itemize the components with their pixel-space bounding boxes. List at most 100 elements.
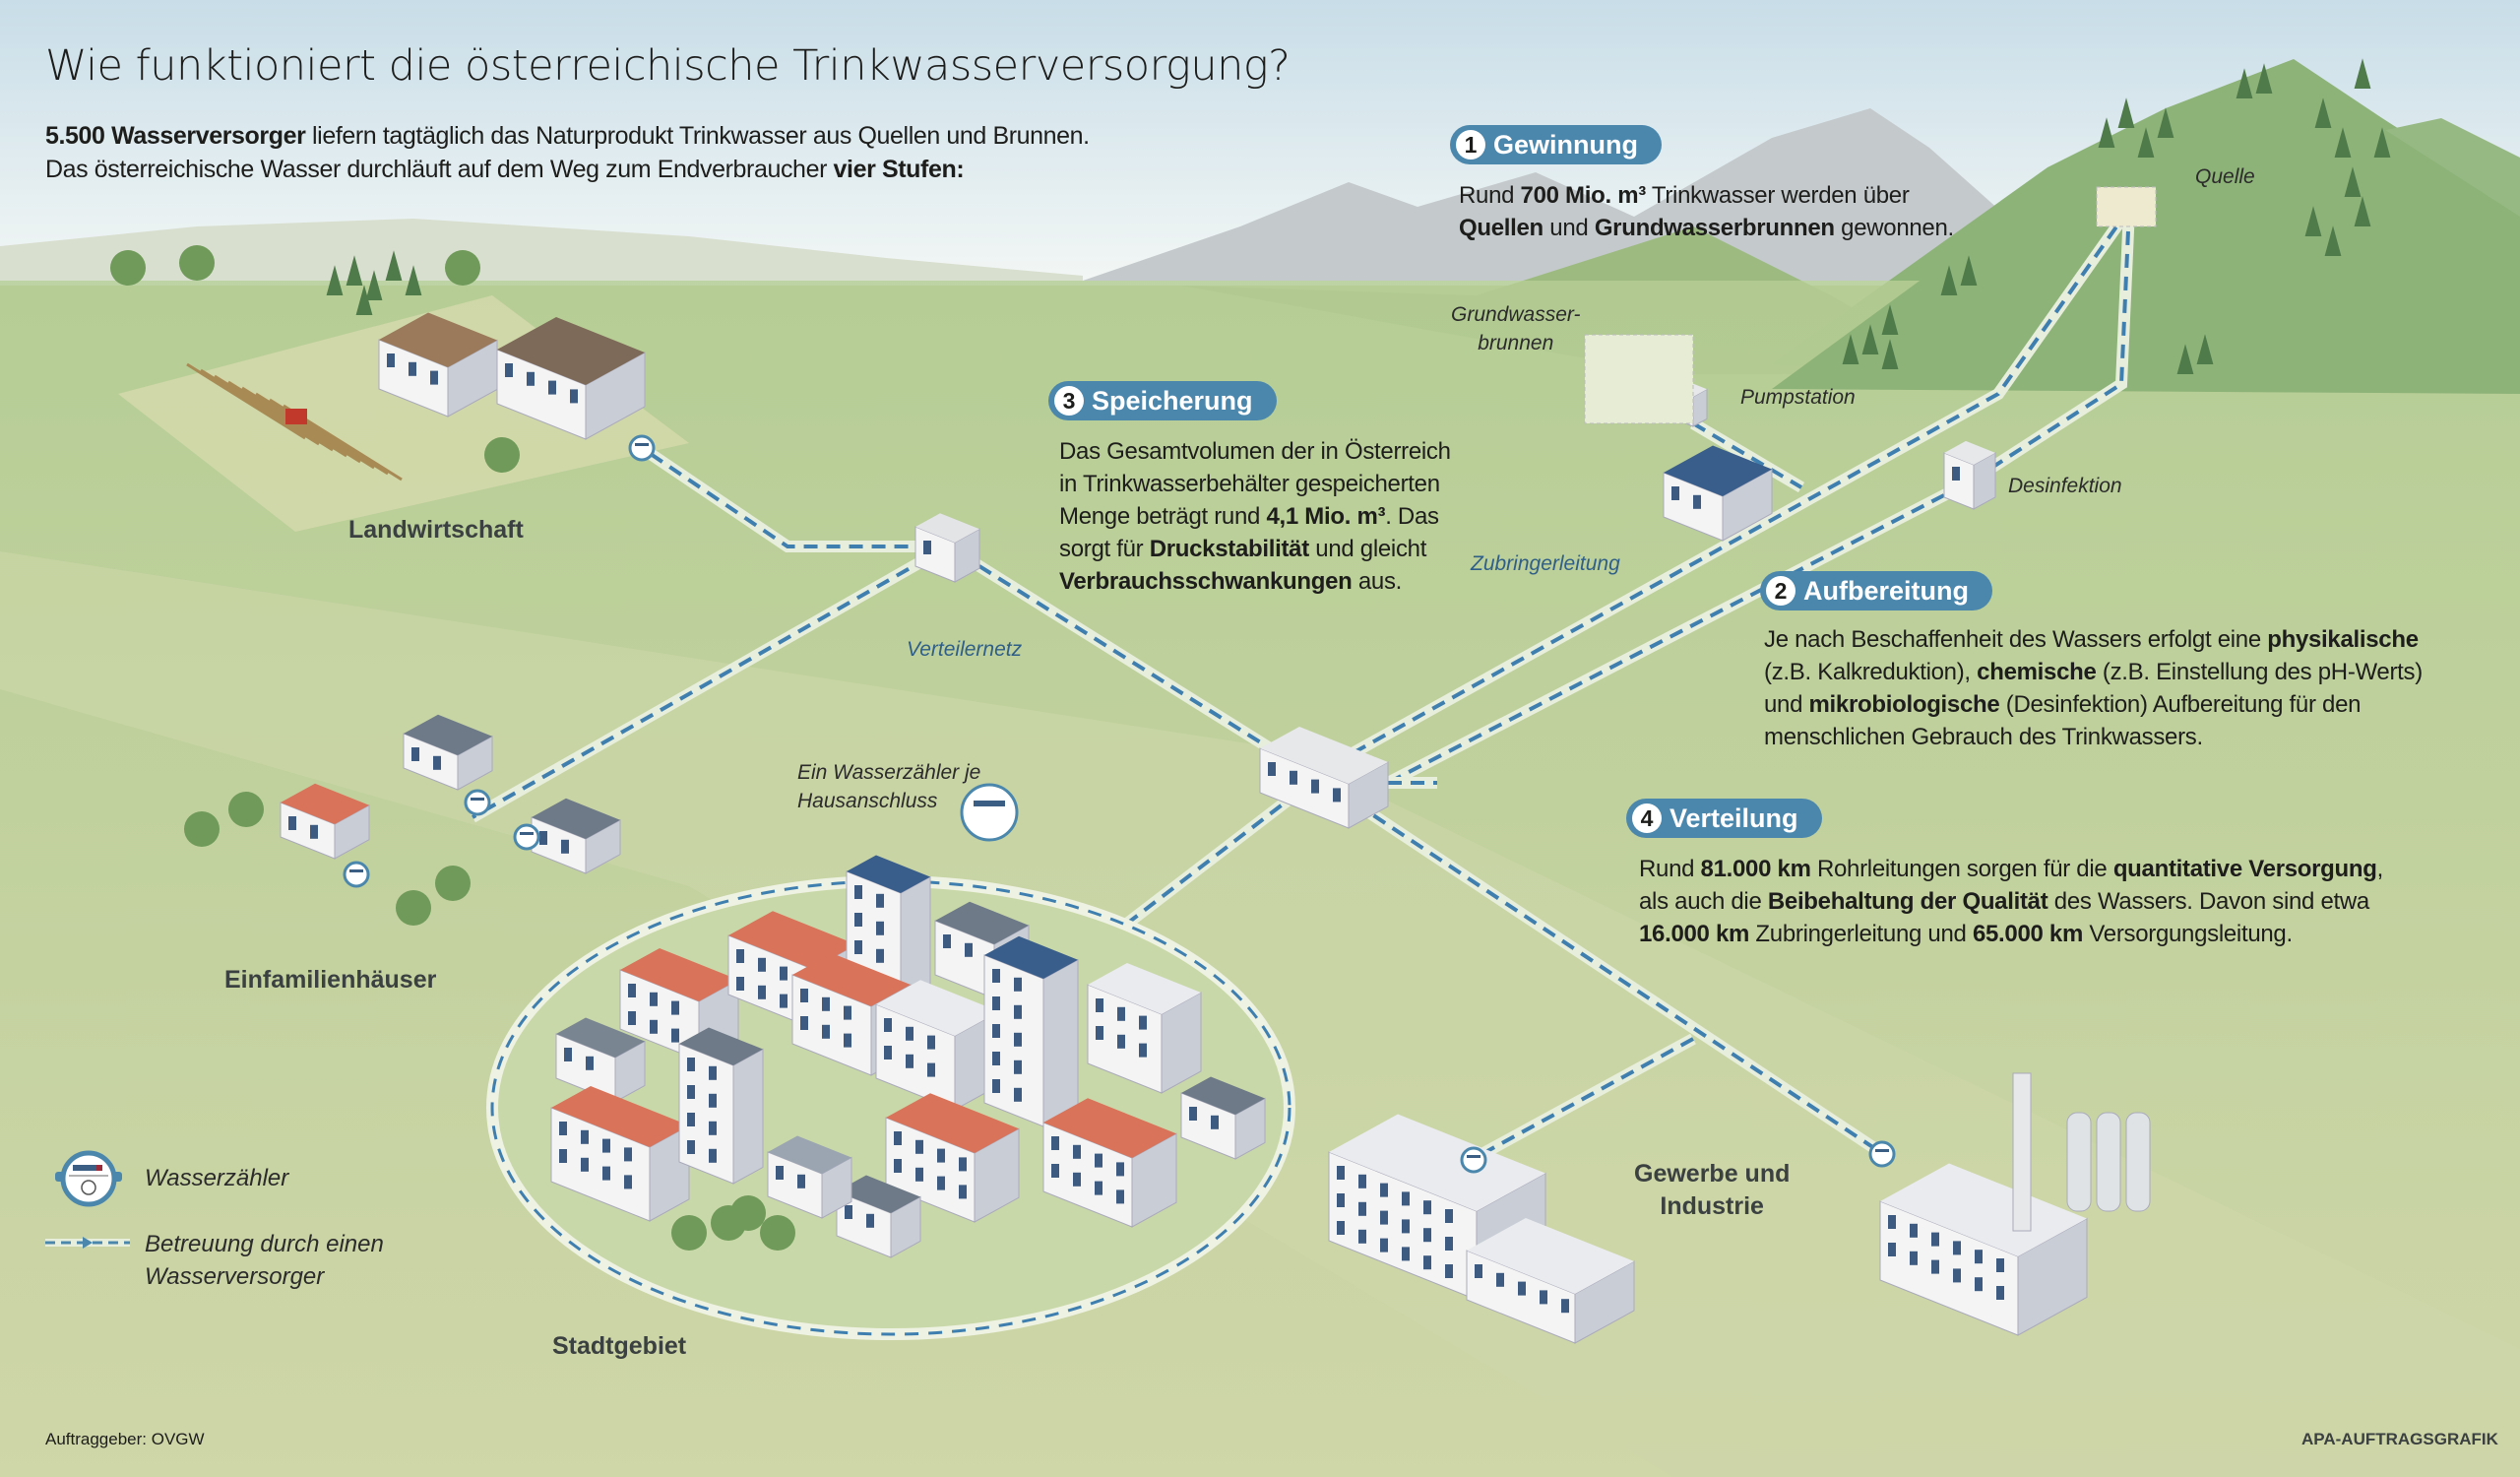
window bbox=[1996, 1286, 2004, 1300]
window bbox=[1888, 1215, 1896, 1229]
water-meter-icon bbox=[1460, 1146, 1487, 1174]
window bbox=[1337, 1193, 1345, 1207]
conifer-tree bbox=[355, 285, 373, 315]
window bbox=[906, 1054, 914, 1068]
label-pumpstation: Pumpstation bbox=[1740, 386, 1856, 409]
step-label: Verteilung bbox=[1670, 803, 1798, 833]
window bbox=[505, 363, 513, 377]
window bbox=[559, 1122, 567, 1135]
conifer-tree bbox=[2196, 334, 2214, 364]
city-house-roof bbox=[1181, 1076, 1265, 1115]
text: als auch die bbox=[1639, 888, 1768, 915]
city-highrise-side bbox=[1042, 958, 1079, 1127]
window bbox=[1268, 762, 1276, 776]
conifer-tree bbox=[1940, 265, 1958, 295]
text: sorgt für bbox=[1059, 536, 1150, 562]
conifer-tree bbox=[2334, 127, 2352, 158]
window bbox=[884, 1018, 892, 1032]
city-highrise-roof bbox=[847, 855, 930, 893]
window bbox=[671, 1028, 679, 1043]
window bbox=[624, 1147, 632, 1162]
window bbox=[797, 1174, 805, 1188]
window bbox=[433, 755, 441, 770]
label-stadtgebiet: Stadtgebiet bbox=[552, 1332, 687, 1360]
window bbox=[992, 1024, 1000, 1038]
disinfection-building-roof bbox=[1944, 440, 1995, 465]
field-furrow bbox=[255, 392, 375, 470]
city-house-roof bbox=[935, 901, 1029, 944]
conifer-tree bbox=[1881, 339, 1899, 369]
supply-pipe bbox=[1387, 208, 2131, 785]
text: und bbox=[1543, 215, 1595, 241]
window bbox=[915, 1139, 923, 1154]
text: Rund bbox=[1459, 182, 1521, 209]
city-building-roof bbox=[728, 911, 856, 969]
label-einfamilienhaeuser: Einfamilienhäuser bbox=[224, 966, 437, 994]
window bbox=[1423, 1228, 1431, 1243]
label-line: Industrie bbox=[1660, 1192, 1764, 1220]
window bbox=[1931, 1259, 1939, 1274]
legend-pipe-icon bbox=[45, 1235, 130, 1251]
text: (z.B. Kalkreduktion), bbox=[1764, 659, 1978, 685]
label-line: Grundwasser- bbox=[1451, 303, 1581, 326]
window bbox=[1402, 1191, 1410, 1206]
window bbox=[581, 1129, 589, 1144]
deciduous-tree bbox=[730, 1195, 766, 1231]
intro-text: 5.500 Wasserversorger liefern tagtäglich… bbox=[45, 119, 1090, 186]
page-title: Wie funktioniert die österreichische Tri… bbox=[45, 41, 1291, 91]
farmhouse-roof bbox=[497, 317, 645, 385]
window bbox=[1073, 1144, 1081, 1159]
conifer-tree bbox=[385, 250, 403, 281]
window bbox=[1333, 788, 1341, 803]
window bbox=[1910, 1251, 1918, 1265]
intro-bold-2: vier Stufen: bbox=[833, 156, 965, 183]
house-roof bbox=[404, 714, 492, 755]
window bbox=[992, 969, 1000, 983]
legend-meter-label: Wasserzähler bbox=[145, 1165, 289, 1191]
window bbox=[387, 353, 395, 367]
house-roof bbox=[281, 783, 369, 824]
text: aus. bbox=[1352, 568, 1403, 595]
conifer-tree bbox=[1960, 255, 1978, 286]
step-text-speicherung: Das Gesamtvolumen der in Österreich in T… bbox=[1059, 435, 1451, 598]
window bbox=[527, 371, 535, 386]
window bbox=[1073, 1172, 1081, 1187]
text: gewonnen. bbox=[1834, 215, 1954, 241]
treatment-plant-side bbox=[1722, 468, 1773, 542]
window bbox=[559, 1149, 567, 1163]
text: . Das bbox=[1385, 503, 1439, 530]
city-building-roof bbox=[792, 953, 911, 1006]
window bbox=[1358, 1174, 1366, 1188]
window bbox=[854, 885, 862, 899]
window bbox=[650, 992, 658, 1006]
meter-display bbox=[520, 832, 534, 835]
window bbox=[602, 1166, 610, 1181]
city-building-roof bbox=[551, 1086, 689, 1147]
deciduous-tree bbox=[184, 811, 220, 847]
city-building-roof bbox=[886, 1093, 1019, 1153]
window bbox=[1014, 977, 1022, 992]
label-zubringerleitung: Zubringerleitung bbox=[1471, 552, 1620, 575]
text: des Wassers. Davon sind etwa bbox=[2048, 888, 2370, 915]
text-bold: quantitative Versorgung bbox=[2112, 856, 2377, 882]
text-bold: Beibehaltung der Qualität bbox=[1767, 888, 2048, 915]
window bbox=[854, 940, 862, 954]
text-bold: Druckstabilität bbox=[1149, 536, 1310, 562]
window bbox=[687, 1140, 695, 1154]
city-building-roof bbox=[876, 980, 999, 1036]
window bbox=[1996, 1258, 2004, 1272]
text-bold: 65.000 km bbox=[1972, 921, 2084, 947]
meter-display bbox=[974, 801, 1005, 806]
step-label: Gewinnung bbox=[1493, 129, 1638, 160]
window bbox=[1423, 1255, 1431, 1270]
conifer-tree bbox=[2354, 58, 2371, 89]
supply-pipe bbox=[472, 545, 949, 819]
window bbox=[1117, 1006, 1125, 1021]
window bbox=[1117, 1034, 1125, 1049]
text: Das Gesamtvolumen der in Österreich bbox=[1059, 438, 1451, 465]
label-line: Ein Wasserzähler je bbox=[797, 761, 981, 784]
window bbox=[894, 1131, 902, 1145]
window bbox=[1518, 1281, 1526, 1296]
conifer-tree bbox=[2324, 225, 2342, 256]
